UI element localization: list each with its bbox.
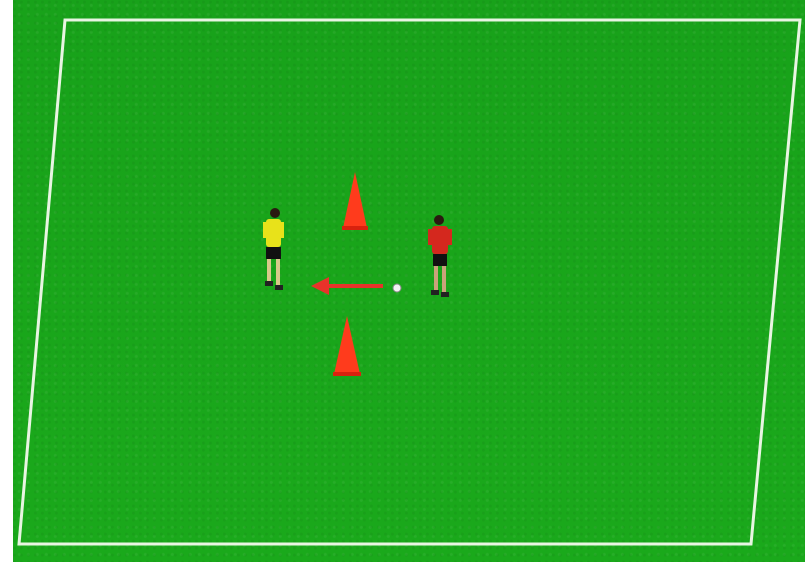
cone-top [342, 172, 368, 230]
ball [393, 284, 401, 292]
player-yellow [263, 208, 284, 290]
pass-arrow [311, 277, 383, 295]
player-red [428, 215, 452, 297]
cone-bottom [333, 316, 361, 376]
training-field-image [13, 0, 805, 562]
field-boundary-lines [19, 20, 800, 544]
